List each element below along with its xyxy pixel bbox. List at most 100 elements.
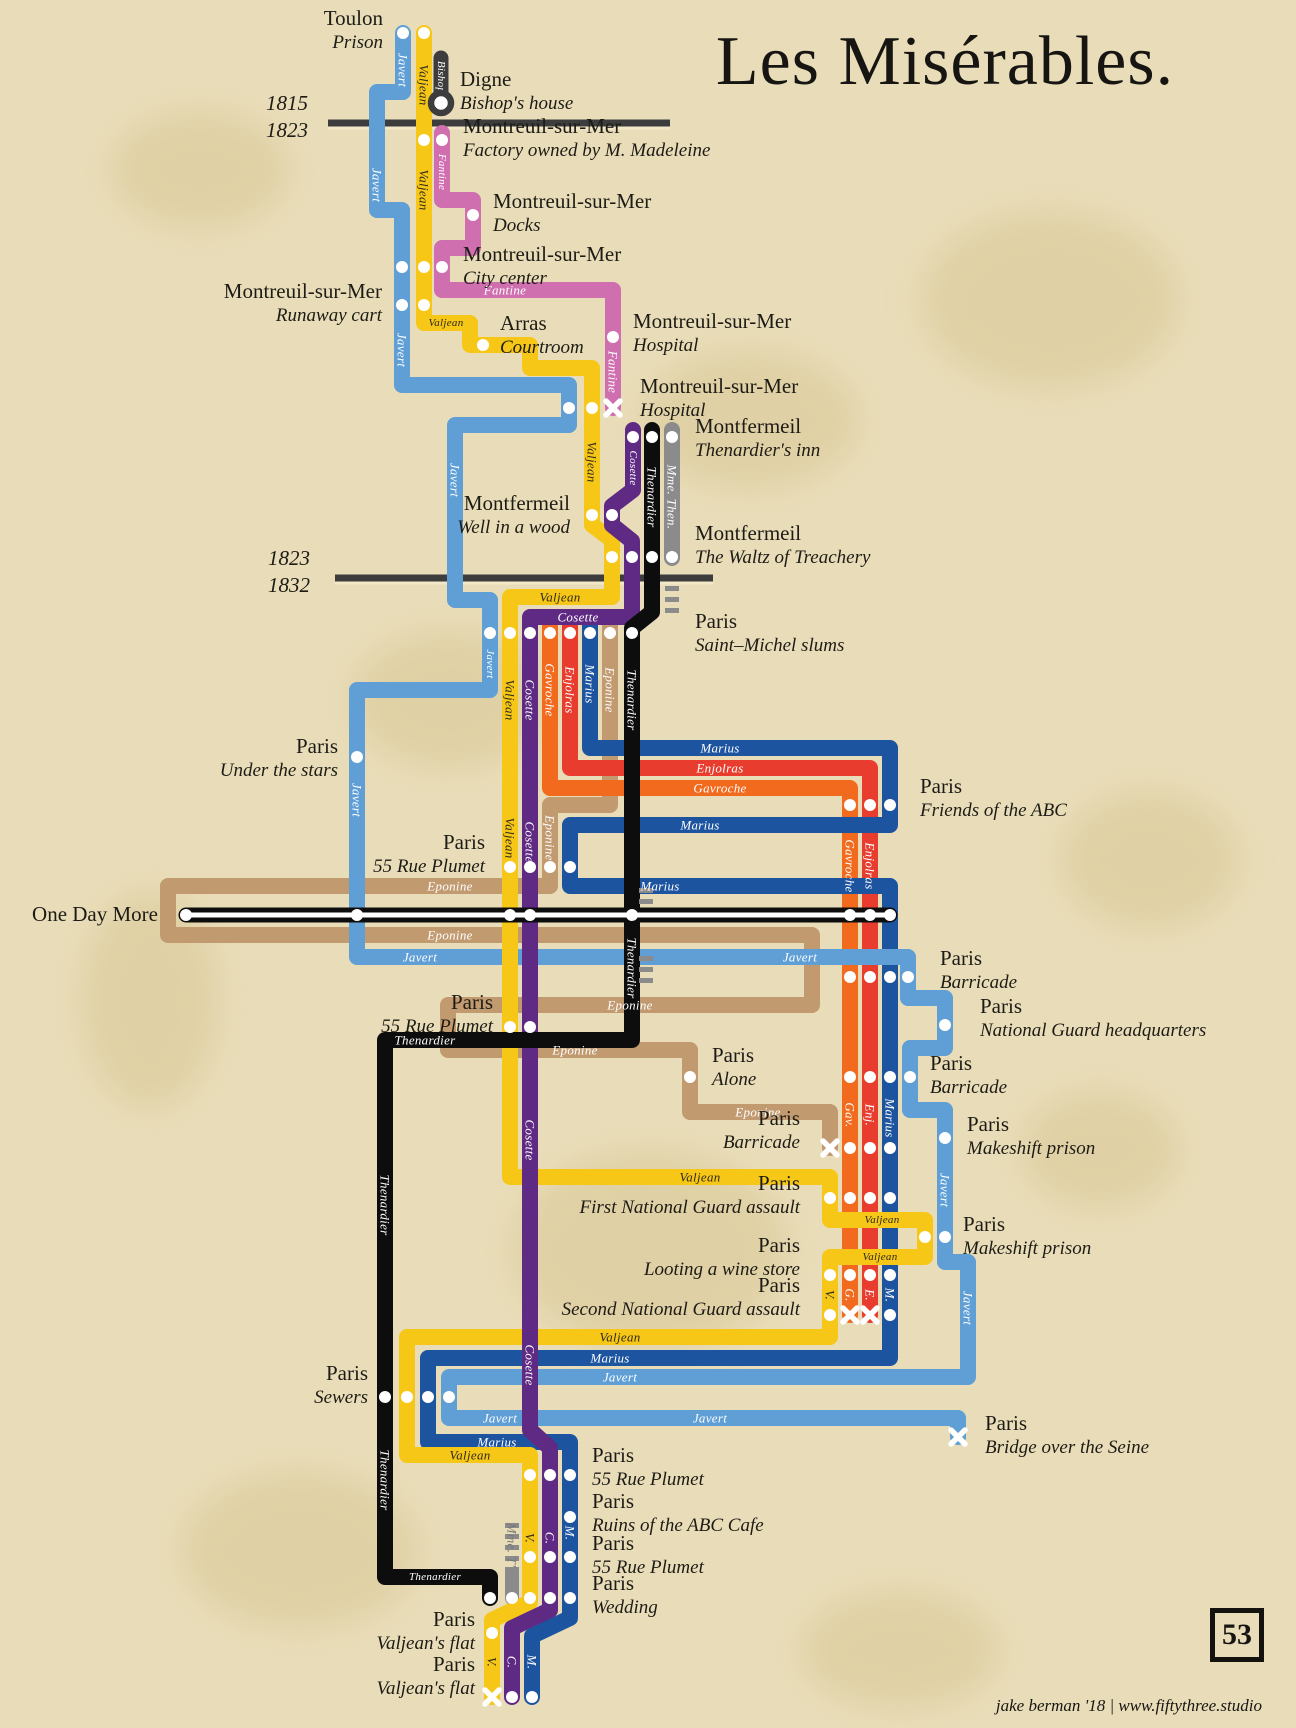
station-dot: [524, 861, 536, 873]
line-name-chip: Thenardier: [645, 466, 660, 528]
line-name-chip: Marius: [476, 1435, 516, 1450]
station-place: 55 Rue Plumet: [373, 856, 486, 877]
station-dot: [504, 627, 516, 639]
line-name-chip: Gavroche: [543, 663, 558, 716]
station-dot: [544, 1592, 556, 1604]
line-valjean: [399, 25, 933, 1705]
death-marker: [948, 1427, 968, 1447]
station-city: Paris: [967, 1112, 1009, 1136]
station-dot: [564, 627, 576, 639]
line-name-chip: Eponine: [734, 1105, 780, 1120]
line-name-chip: G.: [843, 1288, 858, 1301]
line-name-chip: Javert: [350, 783, 365, 817]
line-name-chip: Mme. T': [505, 1522, 520, 1568]
line-name-chip: Javert: [370, 168, 385, 202]
line-name-chip: Thenardier: [394, 1033, 456, 1048]
line-name-chip: Eponine: [426, 879, 472, 894]
era-year-label: 1823: [268, 546, 310, 570]
line-name-chip: Marius: [679, 818, 719, 833]
station-dot: [844, 1071, 856, 1083]
station-place: Hospital: [639, 400, 705, 421]
line-name-chip: V.: [523, 1533, 538, 1543]
station-dot: [824, 1269, 836, 1281]
line-name-chip: Marius: [583, 663, 598, 703]
station-city: Arras: [500, 311, 547, 335]
line-name-chip: Mme. Then.: [665, 464, 680, 530]
station-city: Paris: [443, 830, 485, 854]
station-dot: [586, 402, 598, 414]
era-year-label: 1823: [266, 118, 308, 142]
station-dot: [864, 1142, 876, 1154]
line-cosette: [504, 422, 641, 1705]
station-dot: [524, 909, 536, 921]
station-city: Montreuil-sur-Mer: [640, 374, 798, 398]
station-city: Paris: [963, 1212, 1005, 1236]
death-marker: [820, 1138, 840, 1158]
station-city: Paris: [592, 1489, 634, 1513]
station-dot: [504, 1021, 516, 1033]
station-city: Paris: [433, 1607, 475, 1631]
line-name-chip: C.: [505, 1656, 520, 1669]
station-dot: [884, 971, 896, 983]
station-city: Digne: [460, 67, 511, 91]
station-dot: [351, 751, 363, 763]
line-name-chip: Cosette: [523, 821, 538, 862]
station-dot: [477, 339, 489, 351]
station-dot: [418, 299, 430, 311]
line-name-chip: Valjean: [503, 817, 518, 858]
line-name-chip: Enjolras: [695, 761, 743, 776]
station-place: Ruins of the ABC Cafe: [591, 1515, 764, 1536]
station-dot: [436, 134, 448, 146]
station-place: Sewers: [314, 1387, 368, 1408]
station-dot: [504, 909, 516, 921]
station-dot: [884, 1142, 896, 1154]
station-dot: [418, 27, 430, 39]
station-dot: [484, 1592, 496, 1604]
station-city: Paris: [758, 1106, 800, 1130]
station-dot: [486, 1627, 498, 1639]
line-name-chip: Gavroche: [693, 781, 746, 796]
line-name-chip: V.: [823, 1290, 838, 1300]
station-city: Montreuil-sur-Mer: [633, 309, 791, 333]
station-dot: [564, 1469, 576, 1481]
station-place: Bishop's house: [460, 93, 573, 114]
station-dot: [864, 971, 876, 983]
era-year-label: 1832: [268, 573, 311, 597]
station-dot: [627, 431, 639, 443]
station-city: Paris: [758, 1233, 800, 1257]
station-dot: [180, 909, 192, 921]
line-eponine: [160, 618, 838, 1156]
station-dot: [564, 1592, 576, 1604]
station-dot: [607, 331, 619, 343]
station-place: 55 Rue Plumet: [592, 1469, 705, 1490]
station-place: Alone: [710, 1069, 756, 1090]
station-city: Paris: [758, 1171, 800, 1195]
line-name-chip: Valjean: [539, 590, 580, 605]
station-city: Paris: [980, 994, 1022, 1018]
line-name-chip: Enjolras: [863, 841, 878, 889]
line-name-chip: Valjean: [585, 441, 600, 482]
station-dot: [586, 509, 598, 521]
station-city: Montreuil-sur-Mer: [463, 114, 621, 138]
line-name-chip: Cosette: [557, 610, 598, 625]
line-name-chip: Enjolras: [563, 665, 578, 713]
station-place: The Waltz of Treachery: [695, 547, 871, 568]
station-dot: [524, 627, 536, 639]
paper-stains: [80, 110, 1240, 1710]
station-place: Barricade: [930, 1077, 1007, 1098]
line-name-chip: Javert: [783, 950, 817, 965]
station-city: Paris: [695, 609, 737, 633]
line-name-chip: Eponine: [606, 998, 652, 1013]
